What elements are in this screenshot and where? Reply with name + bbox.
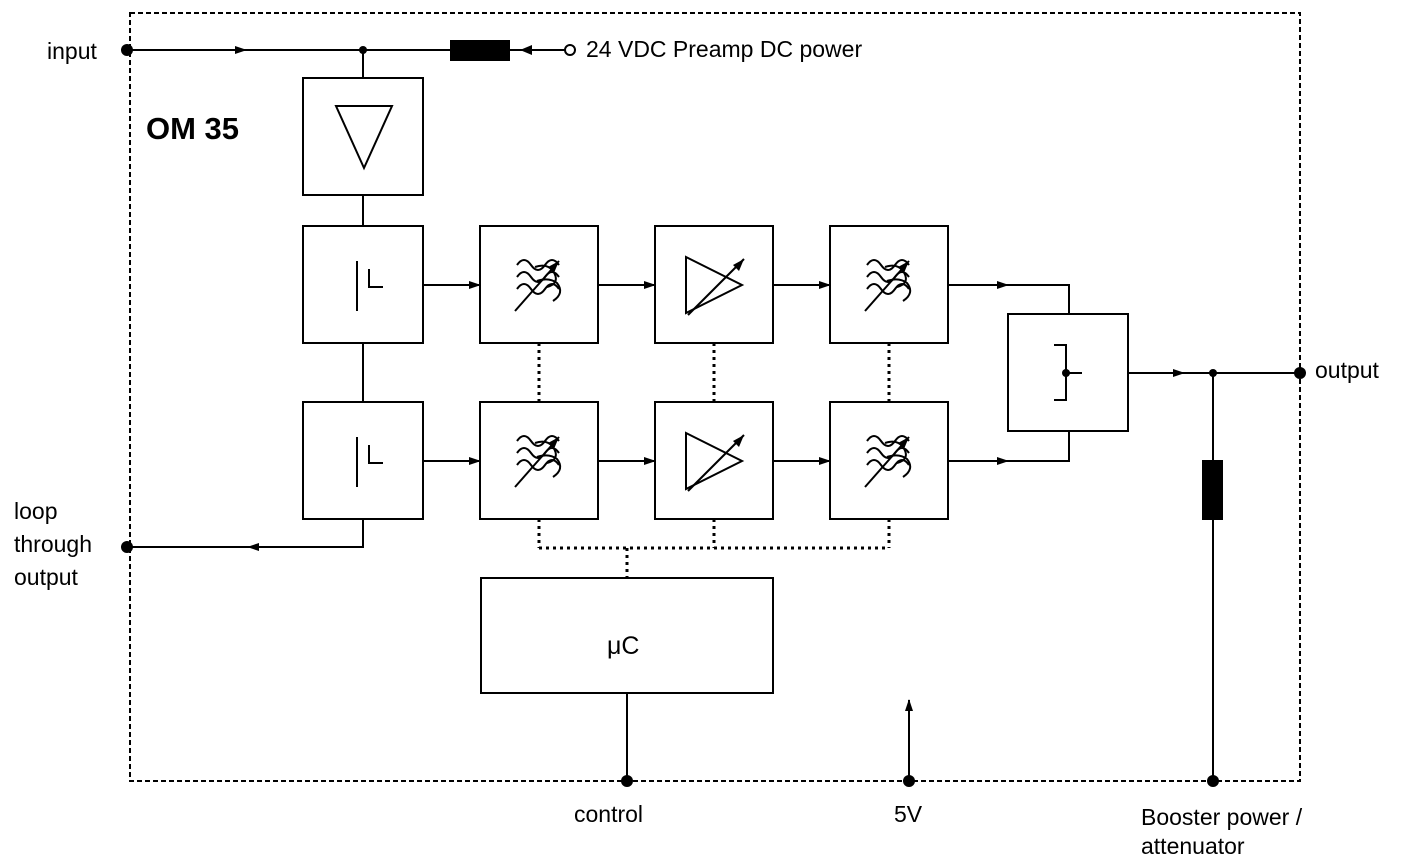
loop-through-label-line2: through (14, 531, 93, 557)
module-title: OM 35 (146, 111, 240, 146)
control-bus (537, 343, 891, 578)
output-label: output (1315, 357, 1379, 383)
booster-label-line1: Booster power / (1141, 804, 1303, 830)
booster-label-line2: attenuator (1141, 833, 1245, 859)
output-terminal[interactable] (1294, 367, 1306, 379)
microcontroller-label: μC (607, 632, 640, 660)
input-terminal[interactable] (121, 44, 133, 56)
splitter-block-lower (302, 401, 424, 520)
variable-amp-block (654, 225, 774, 344)
loop-through-line (127, 519, 364, 548)
combiner-junction (1062, 369, 1070, 377)
loop-through-label-line3: output (14, 564, 78, 590)
loop-through-terminal[interactable] (121, 541, 133, 553)
preamp-power-terminal[interactable] (564, 44, 576, 56)
module-enclosure (129, 12, 1301, 782)
preamp-choke (450, 40, 510, 61)
power-arrow (520, 45, 532, 55)
splitter-block-upper (302, 225, 424, 344)
preamp-power-label: 24 VDC Preamp DC power (586, 36, 863, 62)
loop-through-label-line1: loop (14, 498, 58, 524)
wire (1008, 431, 1070, 462)
booster-choke (1202, 460, 1223, 520)
preamp-block (302, 77, 424, 196)
variable-amp-block (654, 401, 774, 520)
microcontroller-block (480, 577, 774, 694)
input-label: input (47, 38, 97, 64)
booster-terminal[interactable] (1207, 775, 1219, 787)
control-label: control (574, 801, 644, 827)
control-terminal[interactable] (621, 775, 633, 787)
five-volt-label: 5V (894, 801, 923, 827)
preamp-triangle-icon (334, 105, 394, 171)
five-volt-terminal[interactable] (903, 775, 915, 787)
wire (1008, 284, 1070, 314)
